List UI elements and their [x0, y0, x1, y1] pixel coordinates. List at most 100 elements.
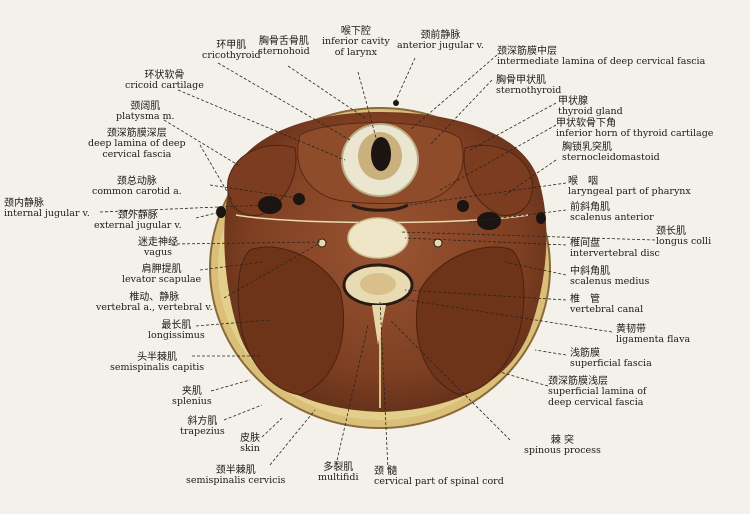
label-en: sternohoid	[258, 46, 310, 57]
label-sternothyroid: 胸骨甲状肌 sternothyroid	[496, 75, 561, 97]
label-en: longissimus	[148, 330, 205, 341]
label-skin: 皮肤 skin	[240, 433, 260, 455]
infraglottic-lumen	[371, 137, 391, 171]
label-vertebral: 椎动、静脉 vertebral a., vertebral v.	[96, 292, 213, 314]
label-zh: 环状软骨	[144, 70, 185, 81]
label-en: inferior cavity	[322, 36, 390, 47]
label-en: splenius	[172, 396, 212, 407]
label-semispinalis-cervicis: 颈半棘肌 semispinalis cervicis	[186, 465, 285, 487]
label-en: intervertebral disc	[570, 248, 660, 259]
label-zh: 多裂肌	[323, 462, 354, 473]
label-zh: 棘 突	[550, 435, 575, 446]
pharynx	[351, 203, 409, 212]
label-en: sternocleidomastoid	[562, 152, 660, 163]
label-levator: 肩胛提肌 levator scapulae	[122, 264, 201, 286]
label-en: cricoid cartilage	[125, 80, 204, 91]
label-en: superficial fascia	[570, 358, 652, 369]
label-en: skin	[240, 443, 260, 454]
label-scalenus-medius: 中斜角肌 scalenus medius	[570, 266, 649, 288]
label-multifidi: 多裂肌 multifidi	[318, 462, 358, 484]
label-spinous: 棘 突 spinous process	[524, 435, 601, 457]
label-internal-jugular: 颈内静脉 internal jugular v.	[4, 198, 90, 220]
label-infraglottic: 喉下腔 inferior cavity of larynx	[322, 26, 390, 58]
label-deep-lamina: 颈深筋膜深层 deep lamina of deep cervical fasc…	[88, 128, 186, 160]
label-superficial-fascia: 浅筋膜 superficial fascia	[570, 348, 652, 370]
label-flava: 黄韧带 ligamenta flava	[616, 324, 690, 346]
label-en: vertebral a., vertebral v.	[96, 302, 213, 313]
vessel-cca-right	[457, 200, 469, 212]
vessel-ijv-right	[477, 212, 501, 230]
label-zh: 颈深筋膜浅层	[548, 376, 608, 387]
label-en: semispinalis cervicis	[186, 475, 286, 486]
vessel-ej-left	[216, 206, 226, 218]
label-zh: 甲状软骨下角	[556, 118, 616, 129]
label-scalenus-anterior: 前斜角肌 scalenus anterior	[570, 202, 654, 224]
label-semispinalis-capitis: 头半棘肌 semispinalis capitis	[110, 352, 204, 374]
label-en: semispinalis capitis	[110, 362, 205, 373]
label-spinal-cord: 颈 髓 cervical part of spinal cord	[374, 466, 504, 488]
label-en: vagus	[143, 247, 173, 258]
label-en: of larynx	[334, 46, 378, 58]
label-zh: 夹肌	[181, 386, 202, 397]
label-en: longus colli	[656, 236, 712, 247]
label-en: deep cervical fascia	[548, 396, 644, 408]
label-platysma: 颈阔肌 platysma m.	[116, 101, 175, 123]
spinal-cord	[360, 273, 396, 295]
label-zh: 椎 管	[570, 294, 600, 305]
label-en: trapezius	[180, 426, 225, 437]
scm-right	[463, 144, 533, 216]
label-zh: 浅筋膜	[570, 348, 600, 359]
label-zh: 颈 髓	[374, 466, 398, 477]
label-en: anterior jugular v.	[397, 40, 484, 51]
label-en: ligamenta flava	[616, 334, 691, 345]
label-cricoid: 环状软骨 cricoid cartilage	[125, 70, 204, 92]
label-laryngopharynx: 喉 咽 laryngeal part of pharynx	[568, 176, 691, 198]
label-en: scalenus medius	[570, 276, 650, 287]
label-common-carotid: 颈总动脉 common carotid a.	[92, 176, 182, 198]
label-en: superficial lamina of	[548, 386, 647, 397]
label-zh: 胸锁乳突肌	[562, 142, 612, 153]
label-zh: 中斜角肌	[570, 266, 610, 277]
label-en: thyroid gland	[558, 106, 623, 117]
label-external-jugular: 颈外静脉 external jugular v.	[94, 210, 182, 232]
label-en: scalenus anterior	[570, 212, 654, 223]
label-zh: 胸骨甲状肌	[496, 75, 546, 86]
vessel-anterior-jugular	[393, 100, 399, 106]
label-en: internal jugular v.	[4, 208, 90, 219]
label-zh: 喉 咽	[568, 176, 598, 187]
label-zh: 斜方肌	[187, 416, 218, 427]
label-zh: 颈深筋膜中层	[497, 46, 557, 57]
label-longus-colli: 颈长肌 longus colli	[656, 226, 711, 248]
leader-lines	[99, 54, 656, 471]
label-zh: 椎间盘	[570, 238, 600, 249]
label-zh: 颈半棘肌	[215, 465, 256, 476]
label-en: spinous process	[524, 445, 601, 456]
label-en: deep lamina of deep	[88, 138, 186, 149]
label-en: cricothyroid	[202, 50, 261, 61]
scm-left	[227, 144, 297, 216]
label-zh: 颈阔肌	[130, 101, 161, 112]
label-zh: 环甲肌	[216, 40, 247, 51]
posterior-muscles-right	[415, 246, 525, 396]
label-en: inferior horn of thyroid cartilage	[556, 128, 714, 139]
posterior-muscles-left	[237, 246, 345, 396]
label-en: vertebral canal	[570, 304, 644, 315]
label-trapezius: 斜方肌 trapezius	[180, 416, 225, 438]
vessel-vertebral-left	[317, 238, 327, 248]
vessel-cca-left	[293, 193, 305, 205]
label-zh: 胸骨舌骨肌	[258, 36, 309, 47]
label-zh: 颈总动脉	[116, 176, 157, 187]
label-en: levator scapulae	[122, 274, 202, 285]
label-vagus: 迷走神经 vagus	[138, 237, 178, 259]
label-zh: 喉下腔	[340, 26, 371, 37]
label-zh: 头半棘肌	[137, 352, 178, 363]
label-zh: 最长肌	[161, 320, 192, 331]
label-en: laryngeal part of pharynx	[568, 186, 691, 197]
vessel-ej-right	[536, 212, 546, 224]
label-en: cervical part of spinal cord	[374, 476, 504, 487]
label-scm: 胸锁乳突肌 sternocleidomastoid	[562, 142, 660, 164]
label-en: external jugular v.	[94, 220, 182, 231]
label-zh: 颈内静脉	[4, 198, 44, 209]
vessel-vertebral-right	[433, 238, 443, 248]
